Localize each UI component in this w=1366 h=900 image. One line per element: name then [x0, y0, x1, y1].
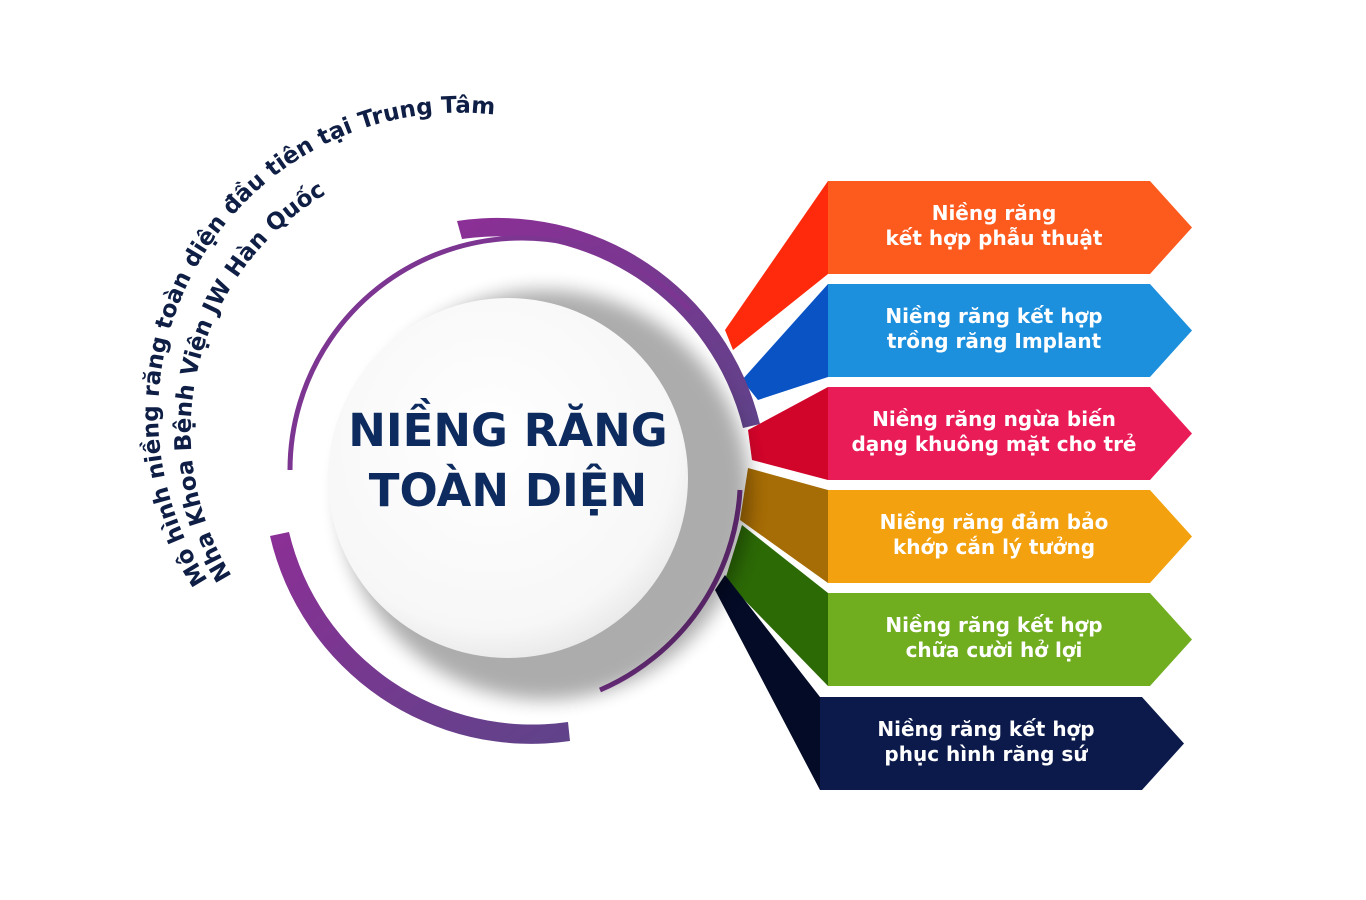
item-label-line2: trồng răng Implant [887, 329, 1102, 353]
item-arrow-shape [828, 387, 1192, 480]
center-title-line2: TOÀN DIỆN [369, 464, 647, 517]
item-label-line1: Niềng răng kết hợp [885, 613, 1102, 637]
item-label-line2: khớp cắn lý tưởng [893, 535, 1095, 559]
item-label-line1: Niềng răng [932, 201, 1057, 225]
connector-wedge-1 [725, 181, 828, 350]
connector-wedge-2 [742, 284, 828, 400]
connector-wedge-5 [725, 525, 828, 686]
item-label-line2: dạng khuông mặt cho trẻ [851, 432, 1136, 456]
connector-wedge-4 [740, 468, 828, 583]
item-arrow-shape [828, 284, 1192, 377]
item-arrow-shape [828, 181, 1192, 274]
item-arrow-shape [828, 490, 1192, 583]
center-disc [328, 298, 688, 658]
connector-wedges [715, 181, 828, 790]
item-label-line2: kết hợp phẫu thuật [886, 226, 1103, 250]
item-label-line2: phục hình răng sứ [884, 742, 1088, 766]
connector-wedge-6 [715, 575, 820, 790]
ring-arc-bottom [270, 532, 570, 744]
connector-wedge-3 [748, 387, 828, 480]
item-label-line2: chữa cười hở lợi [906, 638, 1083, 662]
ring-arc-top [457, 217, 760, 428]
item-label-line1: Niềng răng kết hợp [885, 304, 1102, 328]
center-title-line1: NIỀNG RĂNG [348, 399, 667, 457]
item-label-line1: Niềng răng đảm bảo [880, 510, 1109, 534]
item-label-line1: Niềng răng ngừa biến [872, 407, 1116, 431]
item-arrow-shape [828, 593, 1192, 686]
item-arrow-shape [820, 697, 1184, 790]
item-label-line1: Niềng răng kết hợp [877, 717, 1094, 741]
ring-thin-arc [287, 235, 692, 471]
